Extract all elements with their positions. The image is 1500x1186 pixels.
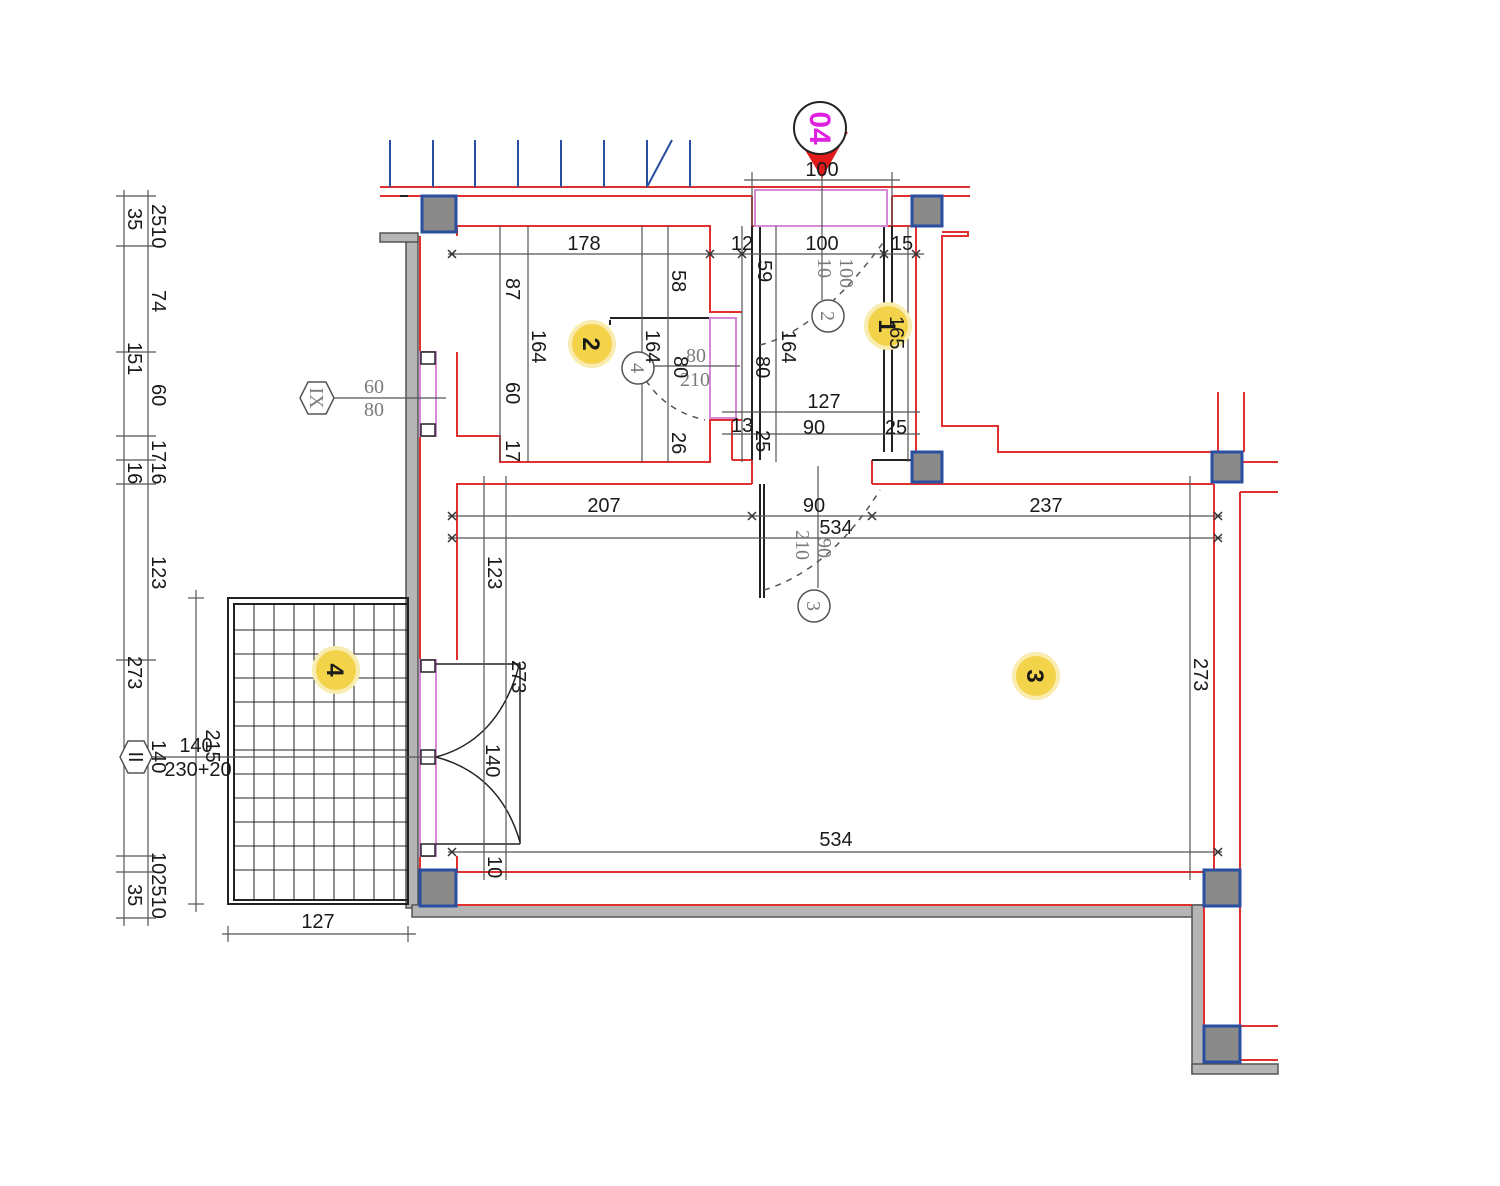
dim-80-a: 80 — [669, 356, 691, 378]
exterior-wall-hatch — [379, 232, 1279, 1075]
room-number-4: 4 — [321, 663, 348, 677]
dim-534-b: 534 — [819, 829, 852, 851]
chain-2510-a: 2510 — [147, 204, 169, 249]
marker-circle — [793, 101, 847, 155]
dim-100: 100 — [805, 233, 838, 255]
dim-87: 87 — [501, 278, 523, 300]
top-door-w2: 10 — [813, 258, 835, 278]
dimension-lines — [116, 160, 1222, 942]
chain-60: 60 — [147, 384, 169, 406]
door-tag-3: 3 — [802, 601, 824, 611]
dim-90-b: 90 — [803, 495, 825, 517]
dim-58: 58 — [667, 270, 689, 292]
window-tag-label: II — [124, 751, 146, 762]
window-tag-ix: IX 60 80 — [299, 376, 384, 421]
window-width: 140 — [179, 735, 212, 757]
dim-534-a: 534 — [819, 517, 852, 539]
dimension-ticks — [447, 249, 1223, 857]
chain-1716: 1716 — [147, 440, 169, 485]
marker-label: 04 — [803, 111, 836, 145]
window-tag-label: IX — [305, 387, 327, 409]
dim-25-a: 25 — [751, 430, 773, 452]
room-number-1: 1 — [873, 319, 900, 332]
dim-178: 178 — [567, 233, 600, 255]
dim-237: 237 — [1029, 495, 1062, 517]
window-extra: 215 — [201, 729, 223, 762]
chain-74: 74 — [147, 290, 169, 312]
dim-15: 15 — [891, 233, 913, 255]
room-badge: 3 — [1012, 652, 1060, 700]
dim-17: 17 — [501, 440, 523, 462]
dim-273-b: 273 — [1189, 658, 1211, 691]
dim-207: 207 — [587, 495, 620, 517]
dimension-labels: 100 178 12 100 15 58 87 164 164 164 59 1… — [301, 159, 1211, 933]
balcony — [227, 597, 409, 905]
door-frame-room2 — [709, 317, 737, 419]
column — [418, 868, 458, 908]
top-door-w: 100 — [835, 258, 857, 288]
room-badge: 4 — [312, 646, 360, 694]
dim-12: 12 — [731, 233, 753, 255]
column — [420, 194, 458, 234]
door-tag-2: 2 — [816, 311, 838, 321]
window-mullions — [420, 351, 436, 857]
dim-90-a: 90 — [803, 417, 825, 439]
column — [910, 450, 944, 484]
door-spec-labels: 100 10 80 210 90 210 — [680, 258, 857, 560]
room2-door-h: 210 — [680, 369, 710, 391]
room3-door-w: 90 — [813, 538, 835, 558]
chain-102510: 102510 — [147, 852, 169, 919]
room-badge: 2 — [568, 320, 616, 368]
door-tag: 4 — [621, 351, 655, 385]
room-badge: 1 — [864, 302, 912, 350]
dim-165: 165 — [885, 316, 907, 349]
column — [1202, 868, 1242, 908]
dim-26: 26 — [667, 432, 689, 454]
chain-16: 16 — [123, 462, 145, 484]
dim-80-b: 80 — [751, 356, 773, 378]
dim-13: 13 — [731, 415, 753, 437]
door-frame-top — [754, 189, 888, 227]
dim-59: 59 — [753, 260, 775, 282]
dim-10-a: 10 — [483, 856, 505, 878]
dim-123-a: 123 — [483, 556, 505, 589]
room-number-2: 2 — [577, 337, 604, 350]
chain-273: 273 — [123, 656, 145, 689]
door-tag: 2 — [811, 299, 845, 333]
dim-164-a: 164 — [527, 330, 549, 363]
column — [910, 194, 944, 228]
door-swings-dashed — [639, 239, 886, 591]
dim-127-b: 127 — [301, 911, 334, 933]
dim-127-a: 127 — [807, 391, 840, 413]
dim-273-a: 273 — [507, 660, 529, 693]
column — [1210, 450, 1244, 484]
dim-25-b: 25 — [885, 417, 907, 439]
window-tag-ii: II 140 230+20 215 — [119, 729, 232, 781]
column — [1202, 1024, 1242, 1064]
window-height: 80 — [364, 399, 384, 421]
section-marker: 04 — [793, 101, 848, 178]
dim-164-b: 164 — [641, 330, 663, 363]
left-dimension-chain: 2510 35 74 151 60 1716 16 123 273 140 10… — [123, 204, 169, 919]
window-width: 60 — [364, 376, 384, 398]
dim-top-opening: 100 — [805, 159, 838, 181]
chain-151: 151 — [123, 342, 145, 375]
railing — [389, 139, 691, 188]
chain-35-a: 35 — [123, 208, 145, 230]
dim-140-a: 140 — [481, 744, 503, 777]
chain-35-b: 35 — [123, 884, 145, 906]
door-tag-4: 4 — [626, 363, 648, 373]
chain-123: 123 — [147, 556, 169, 589]
room2-door-w: 80 — [686, 345, 706, 367]
dim-60: 60 — [501, 382, 523, 404]
door-tag: 3 — [797, 589, 831, 623]
window-height: 230+20 — [164, 759, 231, 781]
structural-columns — [418, 194, 1244, 1064]
room-number-3: 3 — [1021, 669, 1048, 682]
chain-140: 140 — [147, 740, 169, 773]
dim-164-c: 164 — [777, 330, 799, 363]
room3-door-h: 210 — [791, 530, 813, 560]
